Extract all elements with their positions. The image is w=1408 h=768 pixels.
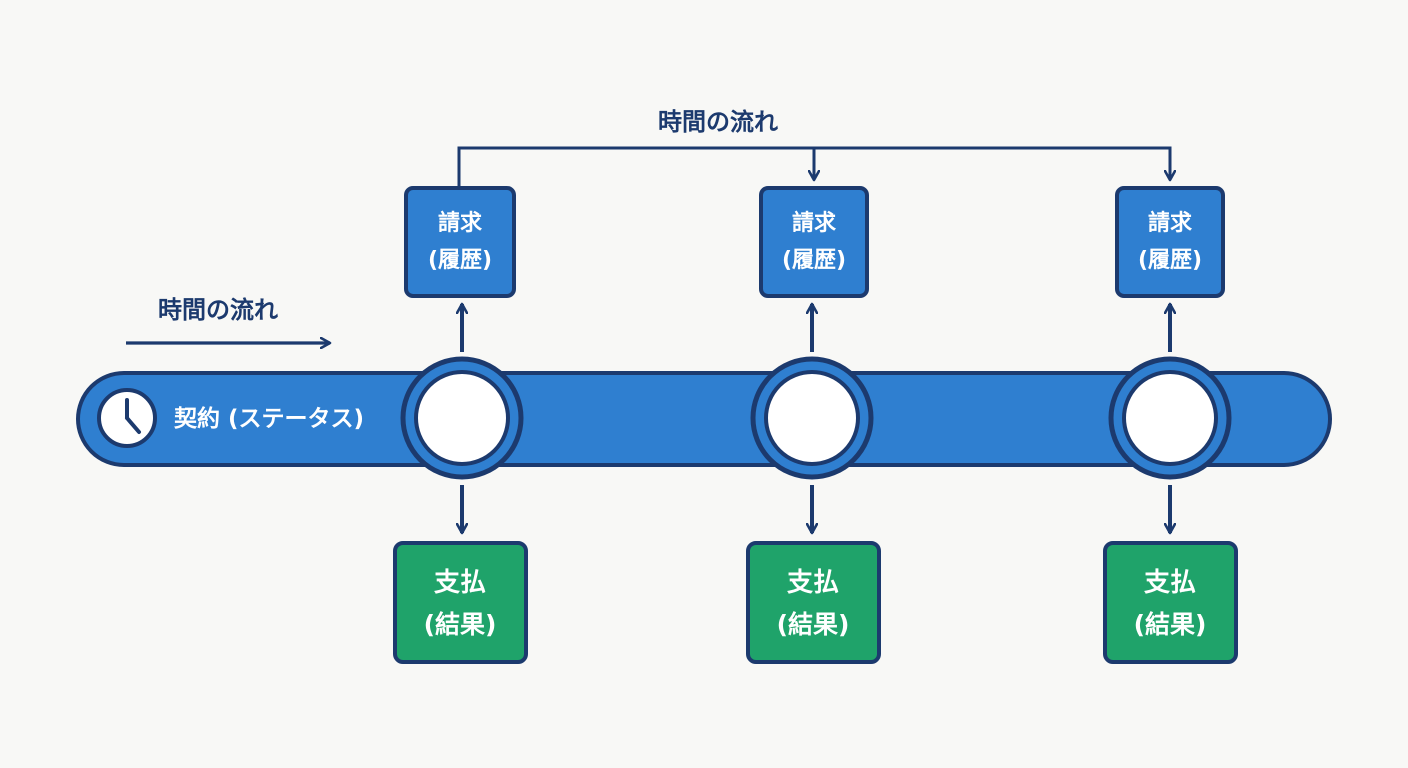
invoice-line1-1: 請求 [438, 210, 482, 236]
payment-result-box-3: 支払 (結果) [1103, 541, 1238, 664]
invoice-line2-1: (履歴) [428, 248, 492, 273]
milestone-ring-3 [1108, 356, 1232, 480]
contract-status-bar [76, 371, 1332, 467]
milestone-ring-1 [400, 356, 524, 480]
invoice-history-box-1: 請求 (履歴) [404, 186, 516, 298]
clock-icon [97, 388, 157, 448]
payment-line1-2: 支払 [787, 568, 839, 598]
payment-line2-2: (結果) [777, 610, 850, 639]
payment-line2-1: (結果) [424, 610, 497, 639]
contract-status-label: 契約 (ステータス) [173, 405, 364, 432]
milestone-ring-2 [750, 356, 874, 480]
invoice-history-box-2: 請求 (履歴) [759, 186, 869, 298]
invoice-line2-2: (履歴) [782, 248, 846, 273]
invoice-line2-3: (履歴) [1138, 248, 1202, 273]
left-time-flow-title: 時間の流れ [158, 296, 278, 324]
payment-line1-3: 支払 [1144, 568, 1196, 598]
payment-result-box-1: 支払 (結果) [393, 541, 528, 664]
invoice-history-box-3: 請求 (履歴) [1115, 186, 1225, 298]
top-time-flow-title: 時間の流れ [658, 108, 778, 136]
payment-line1-1: 支払 [434, 568, 486, 598]
payment-result-box-2: 支払 (結果) [746, 541, 881, 664]
payment-line2-3: (結果) [1134, 610, 1207, 639]
invoice-line1-3: 請求 [1148, 210, 1192, 236]
invoice-line1-2: 請求 [792, 210, 836, 236]
